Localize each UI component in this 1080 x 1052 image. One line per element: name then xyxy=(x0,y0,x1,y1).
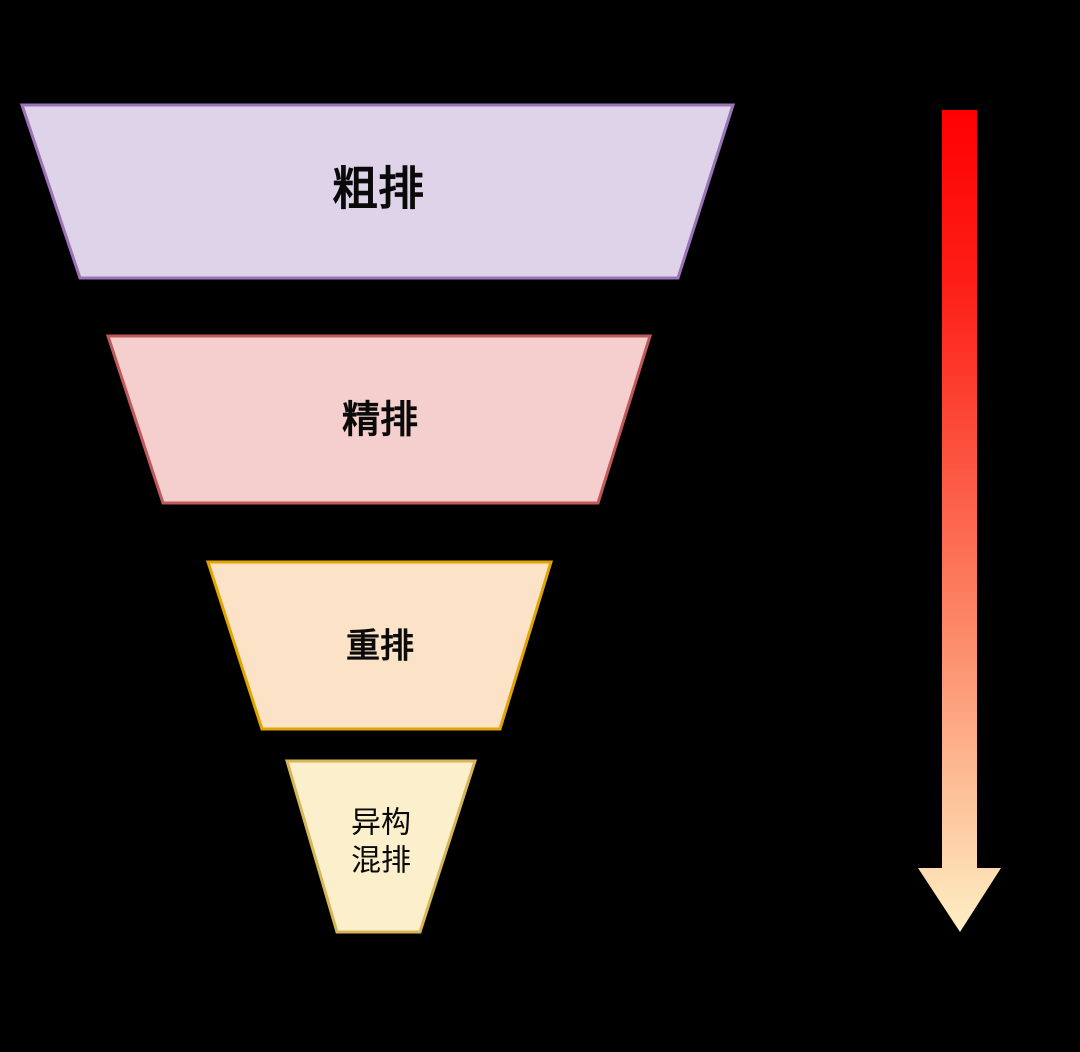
funnel-stage-shape[interactable] xyxy=(19,103,736,280)
funnel-stage-shape[interactable] xyxy=(284,759,478,934)
funnel-stage-label: 重排 xyxy=(346,627,414,667)
funnel-stage-label: 粗排 xyxy=(332,162,424,216)
funnel-stage-label: 精排 xyxy=(342,398,418,442)
funnel-stage-fine-ranking[interactable]: 精排 xyxy=(105,334,653,505)
funnel-stage-shape[interactable] xyxy=(205,560,554,731)
funnel-stage-coarse-ranking[interactable]: 粗排 xyxy=(19,103,736,280)
funnel-stage-reranking[interactable]: 重排 xyxy=(205,560,554,731)
funnel-stage-shape[interactable] xyxy=(105,334,653,505)
funnel-stage-label-line1: 异构 xyxy=(351,806,411,841)
funnel-stage-heterogeneous-mixing[interactable]: 异构 混排 xyxy=(284,759,478,934)
funnel-stage-label-line2: 混排 xyxy=(351,844,411,879)
funnel-progress-arrow xyxy=(918,110,1001,932)
arrow-down-icon xyxy=(918,110,1001,932)
